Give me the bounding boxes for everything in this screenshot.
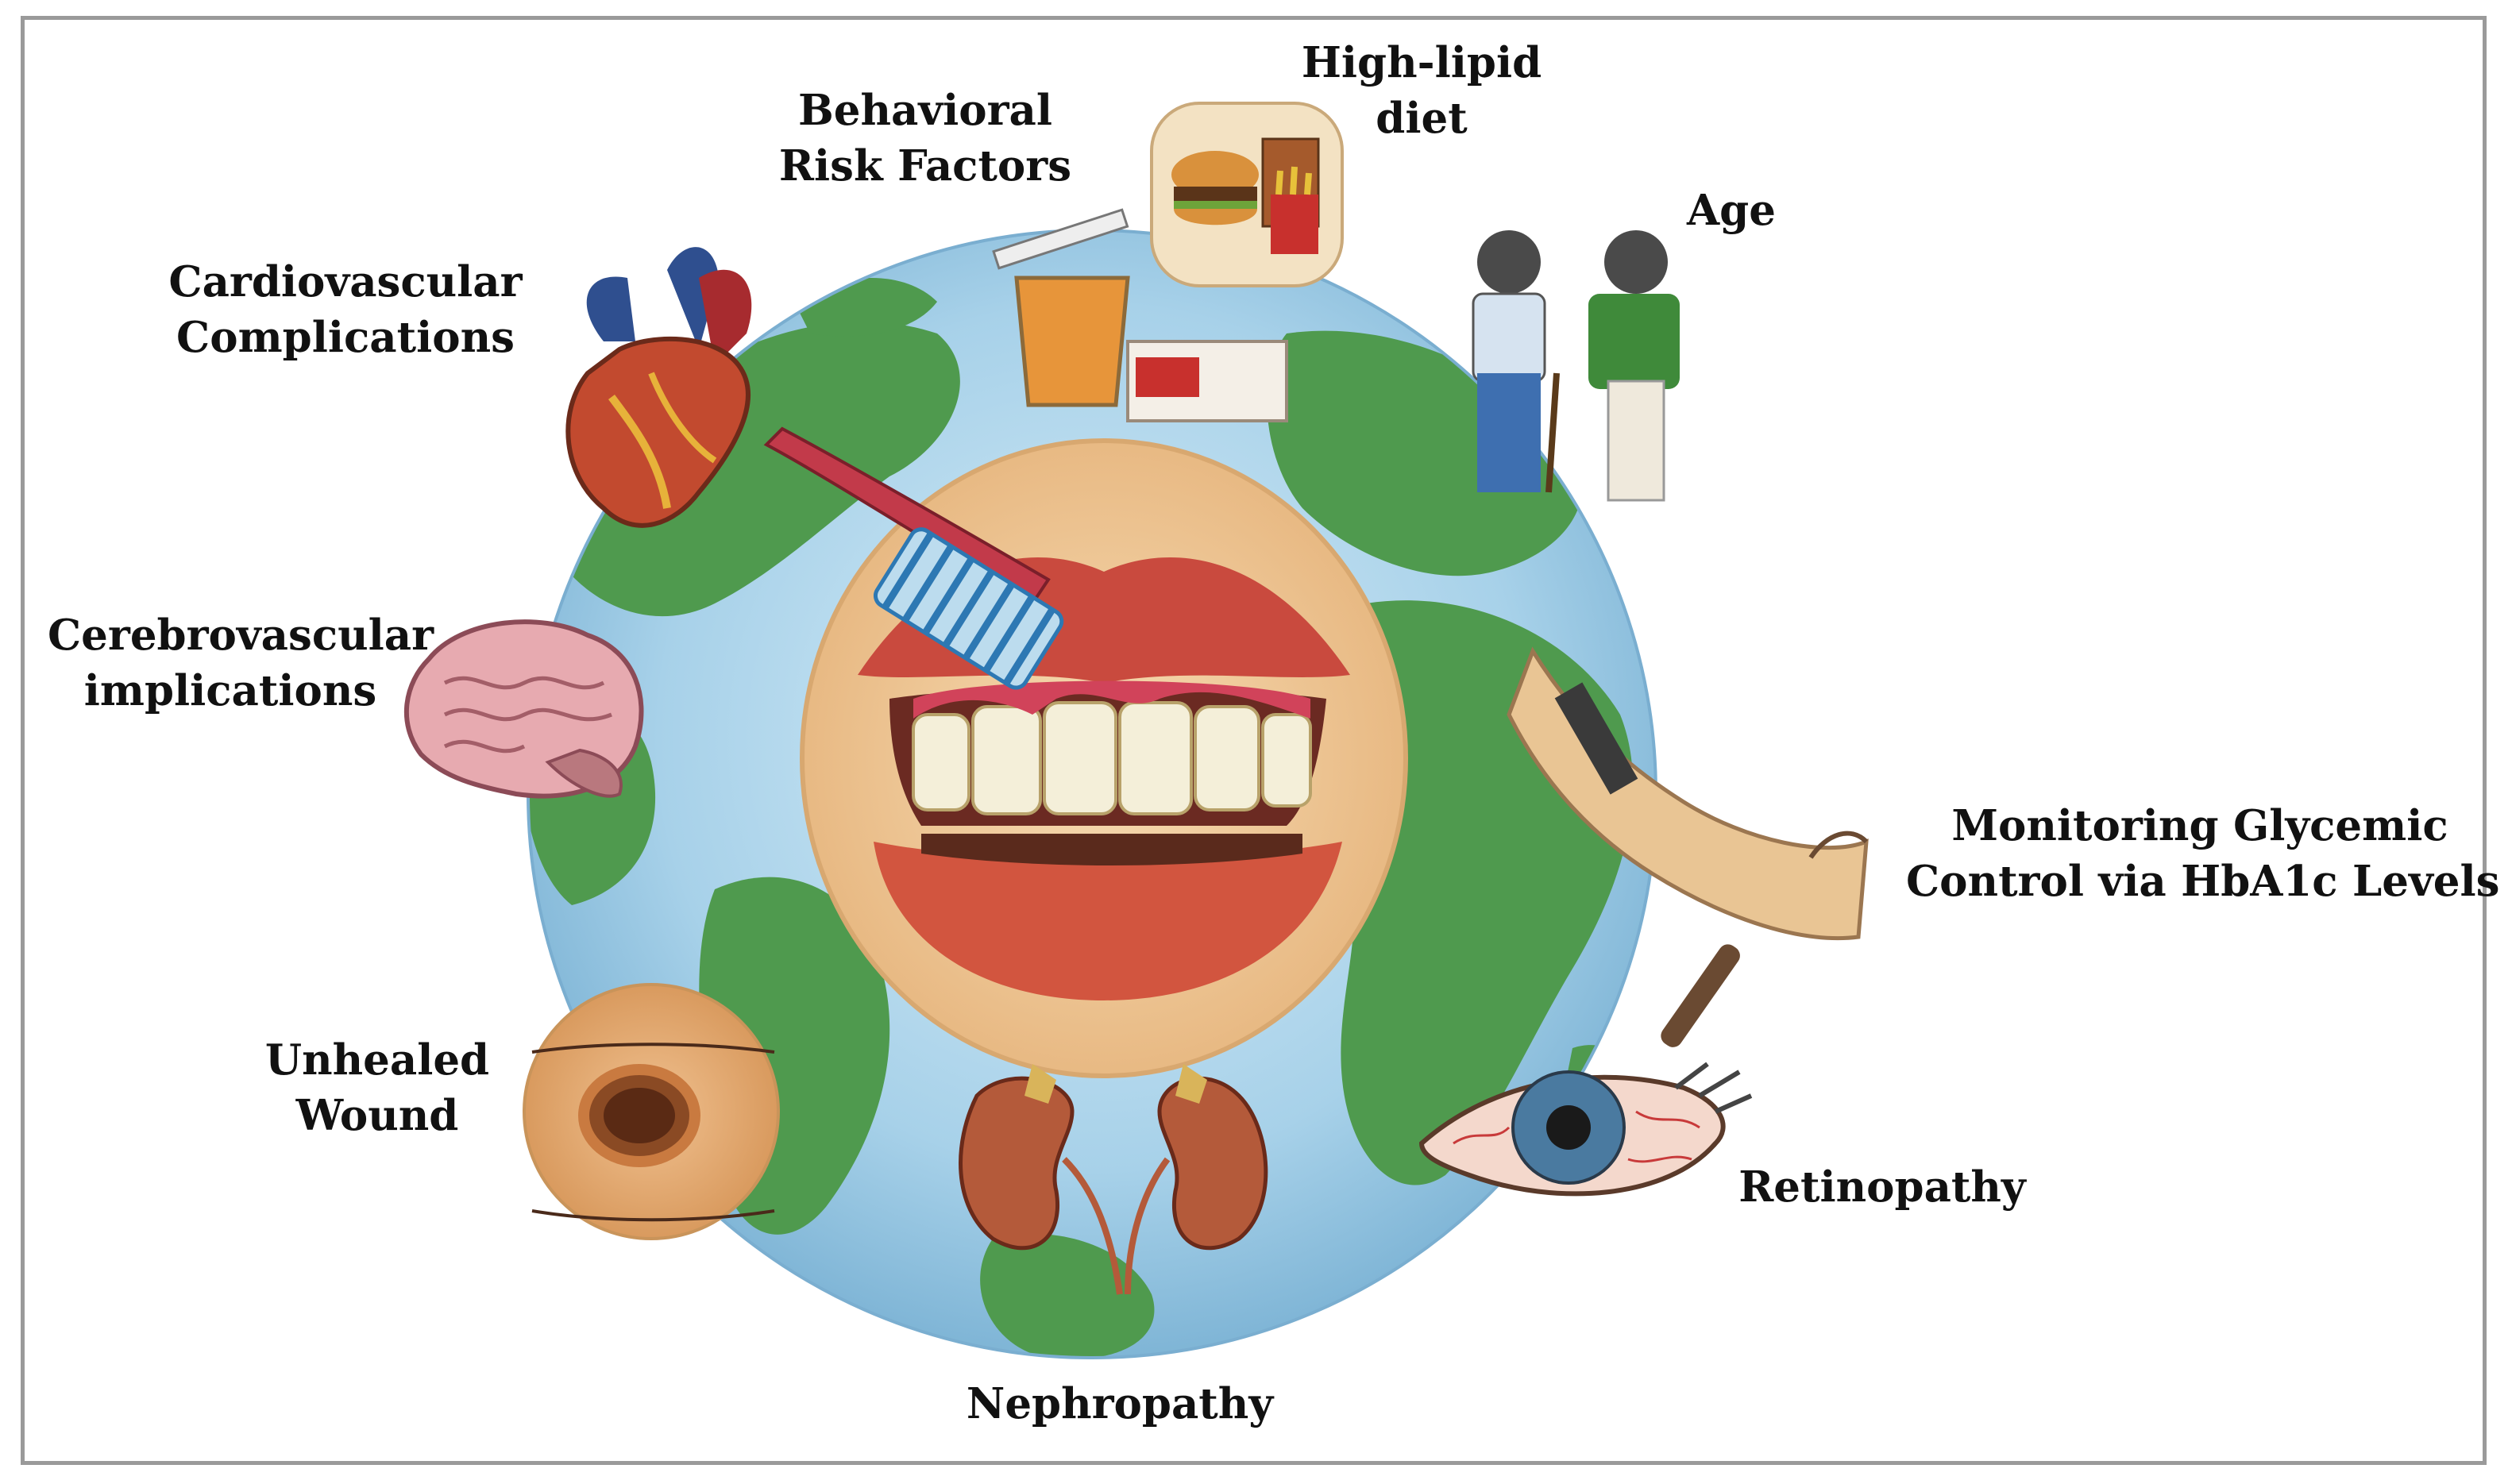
label-line: Complications — [176, 313, 515, 362]
label-line: Retinopathy — [1738, 1162, 2026, 1212]
arm-blood-sample-icon — [1507, 646, 1869, 1047]
eye-icon — [1418, 1062, 1753, 1197]
label-cardiovascular-complications: Cardiovascular Complications — [151, 254, 540, 365]
fast-food-icon — [1150, 102, 1344, 287]
brain-icon — [403, 619, 644, 799]
label-line: Monitoring Glycemic — [1951, 801, 2448, 850]
elderly-people-icon — [1472, 230, 1680, 502]
label-line: Risk Factors — [778, 141, 1072, 191]
label-behavioral-risk-factors: Behavioral Risk Factors — [762, 83, 1088, 194]
label-unhealed-wound: Unhealed Wound — [242, 1032, 512, 1143]
label-retinopathy: Retinopathy — [1731, 1159, 2033, 1215]
label-line: Control via HbA1c Levels — [1906, 857, 2500, 906]
kidneys-icon — [959, 1064, 1268, 1295]
label-line: Cardiovascular — [168, 257, 523, 306]
label-age: Age — [1652, 183, 1811, 238]
label-cerebrovascular-implications: Cerebrovascular implications — [48, 607, 434, 719]
label-line: High-lipid — [1301, 38, 1542, 87]
label-line: Unhealed — [264, 1035, 490, 1085]
toothbrush-icon — [763, 426, 1064, 690]
label-line: Age — [1687, 186, 1776, 235]
label-line: diet — [1376, 94, 1468, 143]
label-line: Nephropathy — [966, 1379, 1274, 1428]
label-line: Behavioral — [797, 86, 1053, 135]
drink-cigarette-icon — [992, 208, 1288, 422]
heart-icon — [565, 247, 752, 528]
wound-icon — [523, 983, 780, 1240]
label-nephropathy: Nephropathy — [953, 1376, 1287, 1432]
label-high-lipid-diet: High-lipid diet — [1287, 35, 1557, 146]
label-monitoring-glycemic-control: Monitoring Glycemic Control via HbA1c Le… — [1906, 798, 2500, 909]
label-line: Wound — [295, 1091, 459, 1140]
label-line: Cerebrovascular — [48, 611, 434, 660]
label-line: implications — [83, 666, 377, 715]
mouth-icon — [800, 438, 1408, 1078]
